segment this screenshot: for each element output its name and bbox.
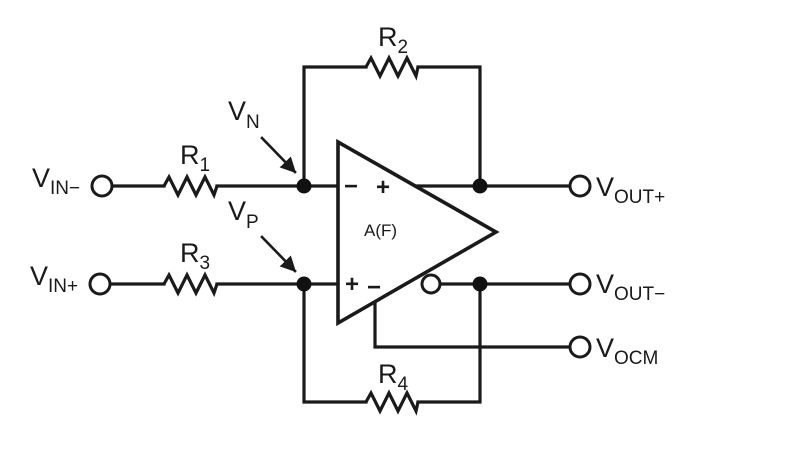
resistor-r2: [364, 54, 420, 81]
amplifier-name: A(F): [364, 221, 397, 240]
junction-vout-plus: [472, 178, 488, 194]
label-r3: R3: [180, 238, 210, 274]
label-vp: VP: [228, 196, 259, 233]
amp-input-plus-sign: +: [345, 271, 359, 298]
terminal-vocm: [568, 335, 592, 359]
terminal-vout-plus: [568, 174, 592, 198]
label-vin-minus: VIN−: [32, 163, 80, 199]
terminal-vin-minus: [90, 174, 114, 198]
terminal-vout-minus: [568, 272, 592, 296]
junction-vp: [296, 276, 312, 292]
arrow-vn: [260, 136, 297, 174]
label-vout-minus: VOUT−: [596, 269, 665, 305]
amp-output-plus-sign: +: [376, 174, 390, 201]
wire-vocm: [373, 301, 571, 349]
amplifier-triangle: [336, 138, 500, 327]
label-r2: R2: [378, 22, 408, 58]
amp-input-minus-sign: −: [344, 173, 358, 200]
junction-vn: [296, 178, 312, 194]
label-vocm: VOCM: [596, 333, 658, 369]
label-vn: VN: [228, 96, 260, 133]
label-vout-plus: VOUT+: [596, 172, 665, 208]
resistor-r3: [162, 271, 219, 298]
label-r1: R1: [180, 140, 210, 176]
arrow-vp: [260, 235, 297, 273]
amp-output-minus-sign: −: [367, 274, 381, 301]
inverting-output-bubble: [420, 273, 442, 295]
wire-r4-loop: [302, 282, 482, 404]
label-vin-plus: VIN+: [30, 261, 78, 297]
junction-vout-minus: [472, 276, 488, 292]
wire-r2-loop: [302, 65, 482, 188]
label-r4: R4: [378, 359, 409, 395]
resistor-r4: [364, 389, 420, 416]
resistor-r1: [162, 173, 219, 200]
terminal-vin-plus: [88, 272, 112, 296]
